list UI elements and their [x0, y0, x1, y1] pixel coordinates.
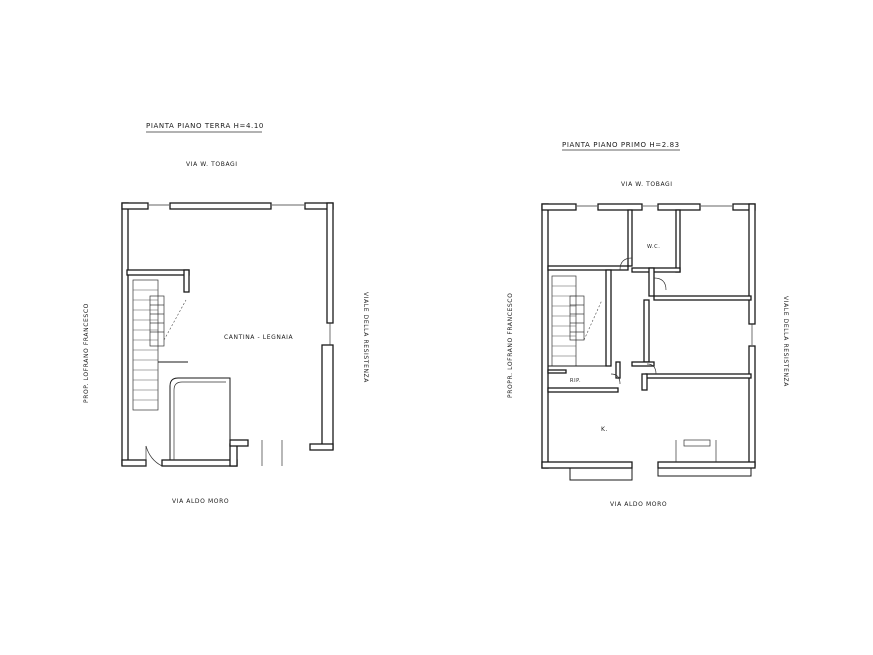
first-floor-title: PIANTA PIANO PRIMO H=2.83	[562, 141, 680, 149]
first-floor-plan: PIANTA PIANO PRIMO H=2.83 VIA W. TOBAGI	[507, 141, 789, 508]
ground-floor-street-east: VIALE DELLA RESISTENZA	[362, 292, 369, 383]
ground-floor-plan: PIANTA PIANO TERRA H=4.10 VIA W. TOBAGI	[83, 122, 369, 505]
ground-floor-title: PIANTA PIANO TERRA H=4.10	[146, 122, 264, 130]
first-floor-street-east: VIALE DELLA RESISTENZA	[782, 296, 789, 387]
ground-floor-street-north: VIA W. TOBAGI	[186, 161, 238, 168]
ground-floor-outer-walls	[121, 202, 334, 467]
first-floor-outer-walls	[541, 203, 756, 469]
ground-floor-street-west: PROP. LOFRANO FRANCESCO	[83, 303, 90, 403]
first-floor-balconies	[569, 439, 752, 481]
first-floor-label-wc: W.C.	[647, 244, 660, 250]
first-floor-staircase	[547, 275, 606, 374]
first-floor-street-south: VIA ALDO MORO	[610, 501, 667, 508]
first-floor-street-north: VIA W. TOBAGI	[621, 181, 673, 188]
first-floor-street-west: PROPR. LOFRANO FRANCESCO	[507, 293, 514, 398]
first-floor-interior-walls	[547, 209, 752, 393]
ground-floor-room-label: CANTINA - LEGNAIA	[224, 334, 294, 341]
ground-floor-street-south: VIA ALDO MORO	[172, 498, 229, 505]
ground-floor-storage-partition	[169, 377, 231, 460]
first-floor-label-k: K.	[601, 426, 608, 433]
ground-floor-staircase	[126, 269, 190, 411]
first-floor-label-rip: RIP.	[570, 378, 581, 384]
